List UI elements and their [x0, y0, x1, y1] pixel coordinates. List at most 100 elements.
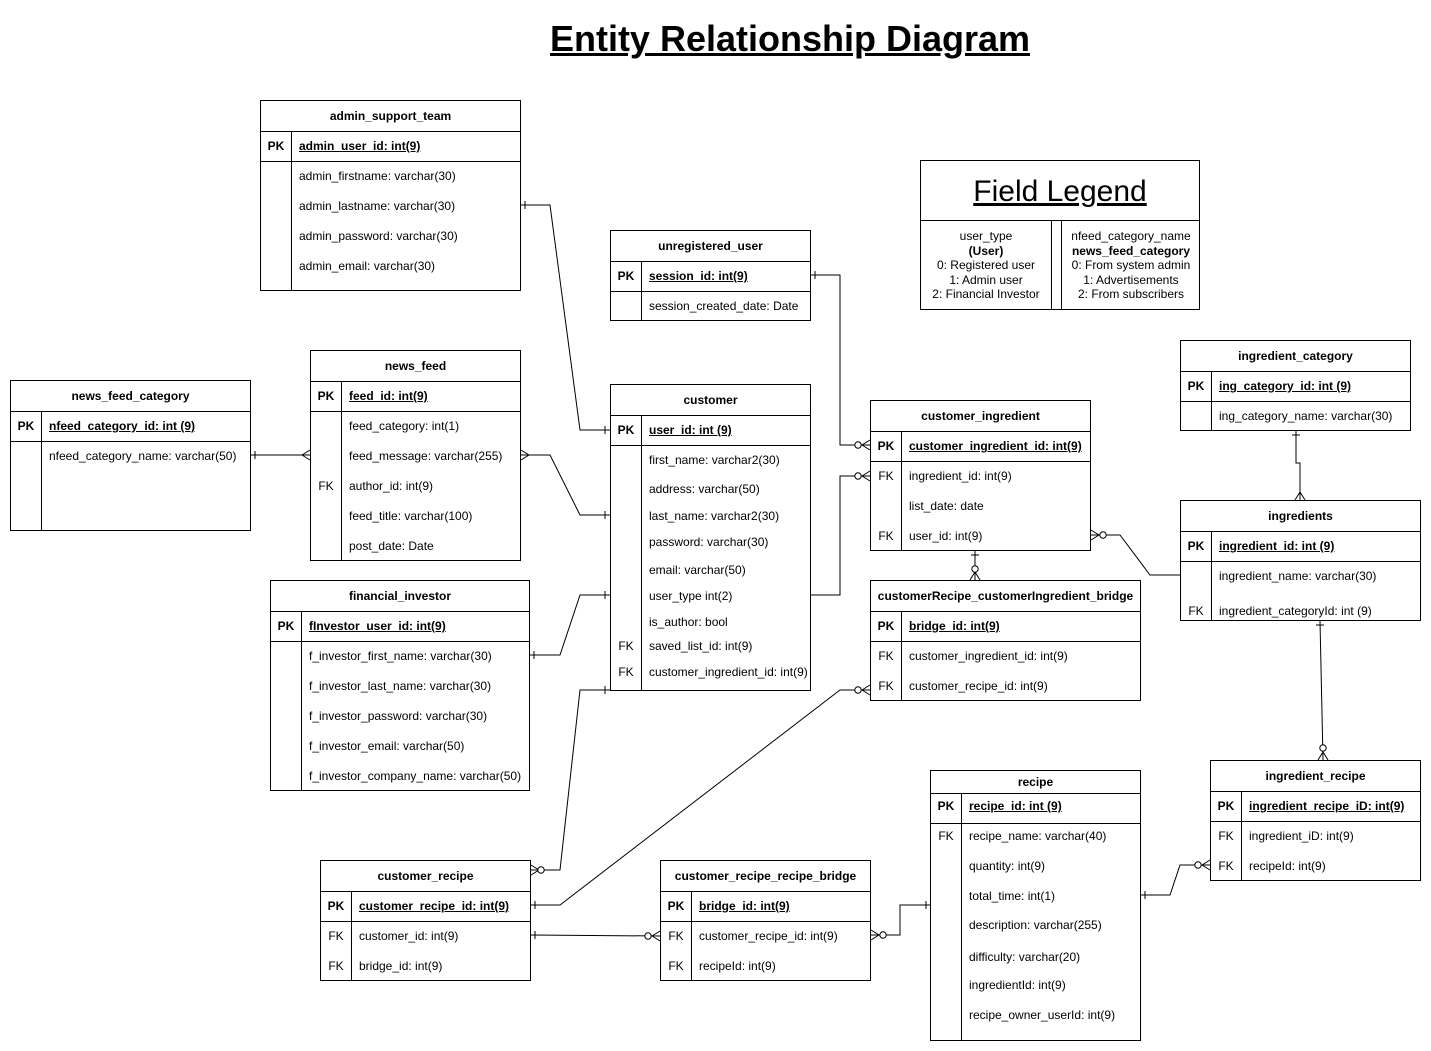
- pk-divider: [1181, 401, 1410, 402]
- key-column: [871, 612, 902, 700]
- many-marker: [520, 449, 530, 461]
- key-column: [931, 794, 962, 1040]
- pk-divider: [1181, 561, 1420, 562]
- field-label: admin_firstname: varchar(30): [299, 169, 456, 183]
- entity-title: admin_support_team: [261, 101, 520, 132]
- field-label: nfeed_category_id: int (9): [49, 419, 196, 433]
- optional-marker: [854, 472, 862, 480]
- optional-marker: [1319, 744, 1327, 752]
- pk-divider: [11, 441, 250, 442]
- relationship-line: [530, 934, 661, 937]
- field-label: total_time: int(1): [969, 889, 1056, 903]
- field-label: last_name: varchar2(30): [649, 509, 780, 523]
- pk-divider: [311, 411, 520, 412]
- field-label: customer_ingredient_id: int(9): [909, 439, 1082, 453]
- key-label: FK: [1188, 604, 1204, 618]
- entity-title: news_feed_category: [11, 381, 250, 412]
- field-label: difficulty: varchar(20): [969, 950, 1081, 964]
- field-label: feed_title: varchar(100): [349, 509, 473, 523]
- relationship-line: [1295, 431, 1301, 500]
- field-label: list_date: date: [909, 499, 984, 513]
- optional-marker: [854, 441, 862, 449]
- field-label: ing_category_id: int (9): [1219, 379, 1352, 393]
- many-marker: [861, 439, 871, 451]
- legend-title: Field Legend: [973, 175, 1147, 208]
- field-label: recipe_owner_userId: int(9): [969, 1008, 1116, 1022]
- field-label: feed_id: int(9): [349, 389, 428, 403]
- entity-title: customerRecipe_customerIngredient_bridge: [871, 581, 1140, 612]
- field-label: customer_recipe_id: int(9): [699, 929, 838, 943]
- relationship-line: [1141, 864, 1210, 896]
- legend-divider: [921, 220, 1199, 221]
- optional-marker: [971, 565, 979, 573]
- entity-title: customer: [611, 385, 810, 416]
- key-label: FK: [878, 529, 894, 543]
- field-label: user_id: int (9): [649, 423, 732, 437]
- optional-marker: [1099, 531, 1107, 539]
- key-label: FK: [618, 665, 634, 679]
- key-label: PK: [617, 423, 635, 437]
- key-column: [661, 892, 692, 980]
- field-label: bridge_id: int(9): [699, 899, 790, 913]
- many-marker: [1317, 751, 1329, 761]
- field-label: f_investor_first_name: varchar(30): [309, 649, 492, 663]
- key-label: PK: [317, 389, 335, 403]
- field-label: first_name: varchar2(30): [649, 453, 780, 467]
- field-label: session_created_date: Date: [649, 299, 799, 313]
- field-label: customer_recipe_id: int(9): [359, 899, 510, 913]
- legend-feed-category-subheader: news_feed_category: [1071, 243, 1191, 258]
- field-label: email: varchar(50): [649, 563, 746, 577]
- field-label: ingredientId: int(9): [969, 978, 1066, 992]
- key-label: PK: [277, 619, 295, 633]
- field-label: f_investor_company_name: varchar(50): [309, 769, 522, 783]
- key-label: PK: [877, 619, 895, 633]
- field-label: customer_ingredient_id: int(9): [649, 665, 808, 679]
- key-column: [311, 382, 342, 560]
- field-label: customer_id: int(9): [359, 929, 459, 943]
- entity-title: ingredient_recipe: [1211, 761, 1420, 792]
- field-label: bridge_id: int(9): [909, 619, 1000, 633]
- field-label: admin_user_id: int(9): [299, 139, 421, 153]
- field-label: admin_lastname: varchar(30): [299, 199, 456, 213]
- field-label: ingredient_categoryId: int (9): [1219, 604, 1372, 618]
- field-label: is_author: bool: [649, 615, 728, 629]
- field-label: quantity: int(9): [969, 859, 1046, 873]
- optional-marker: [537, 866, 545, 874]
- legend-feed-category-item: 0: From system admin: [1071, 258, 1191, 272]
- entity-title: ingredient_category: [1181, 341, 1410, 372]
- field-label: admin_email: varchar(30): [299, 259, 436, 273]
- relationship-line: [871, 904, 930, 936]
- optional-marker: [854, 686, 862, 694]
- key-label: PK: [937, 799, 955, 813]
- field-label: password: varchar(30): [649, 535, 769, 549]
- key-label: FK: [878, 679, 894, 693]
- pk-divider: [661, 921, 870, 922]
- field-label: ingredient_id: int (9): [1219, 539, 1335, 553]
- entity-title: recipe: [931, 771, 1140, 794]
- field-label: description: varchar(255): [969, 918, 1102, 932]
- key-label: FK: [668, 929, 684, 943]
- key-label: FK: [1218, 829, 1234, 843]
- pk-divider: [321, 921, 530, 922]
- field-label: customer_recipe_id: int(9): [909, 679, 1048, 693]
- key-label: FK: [328, 959, 344, 973]
- field-label: recipeId: int(9): [699, 959, 776, 973]
- field-label: f_investor_password: varchar(30): [309, 709, 488, 723]
- key-label: PK: [267, 139, 285, 153]
- many-marker: [870, 929, 880, 941]
- field-label: ingredient_recipe_iD: int(9): [1249, 799, 1405, 813]
- pk-divider: [871, 461, 1090, 462]
- key-label: PK: [17, 419, 35, 433]
